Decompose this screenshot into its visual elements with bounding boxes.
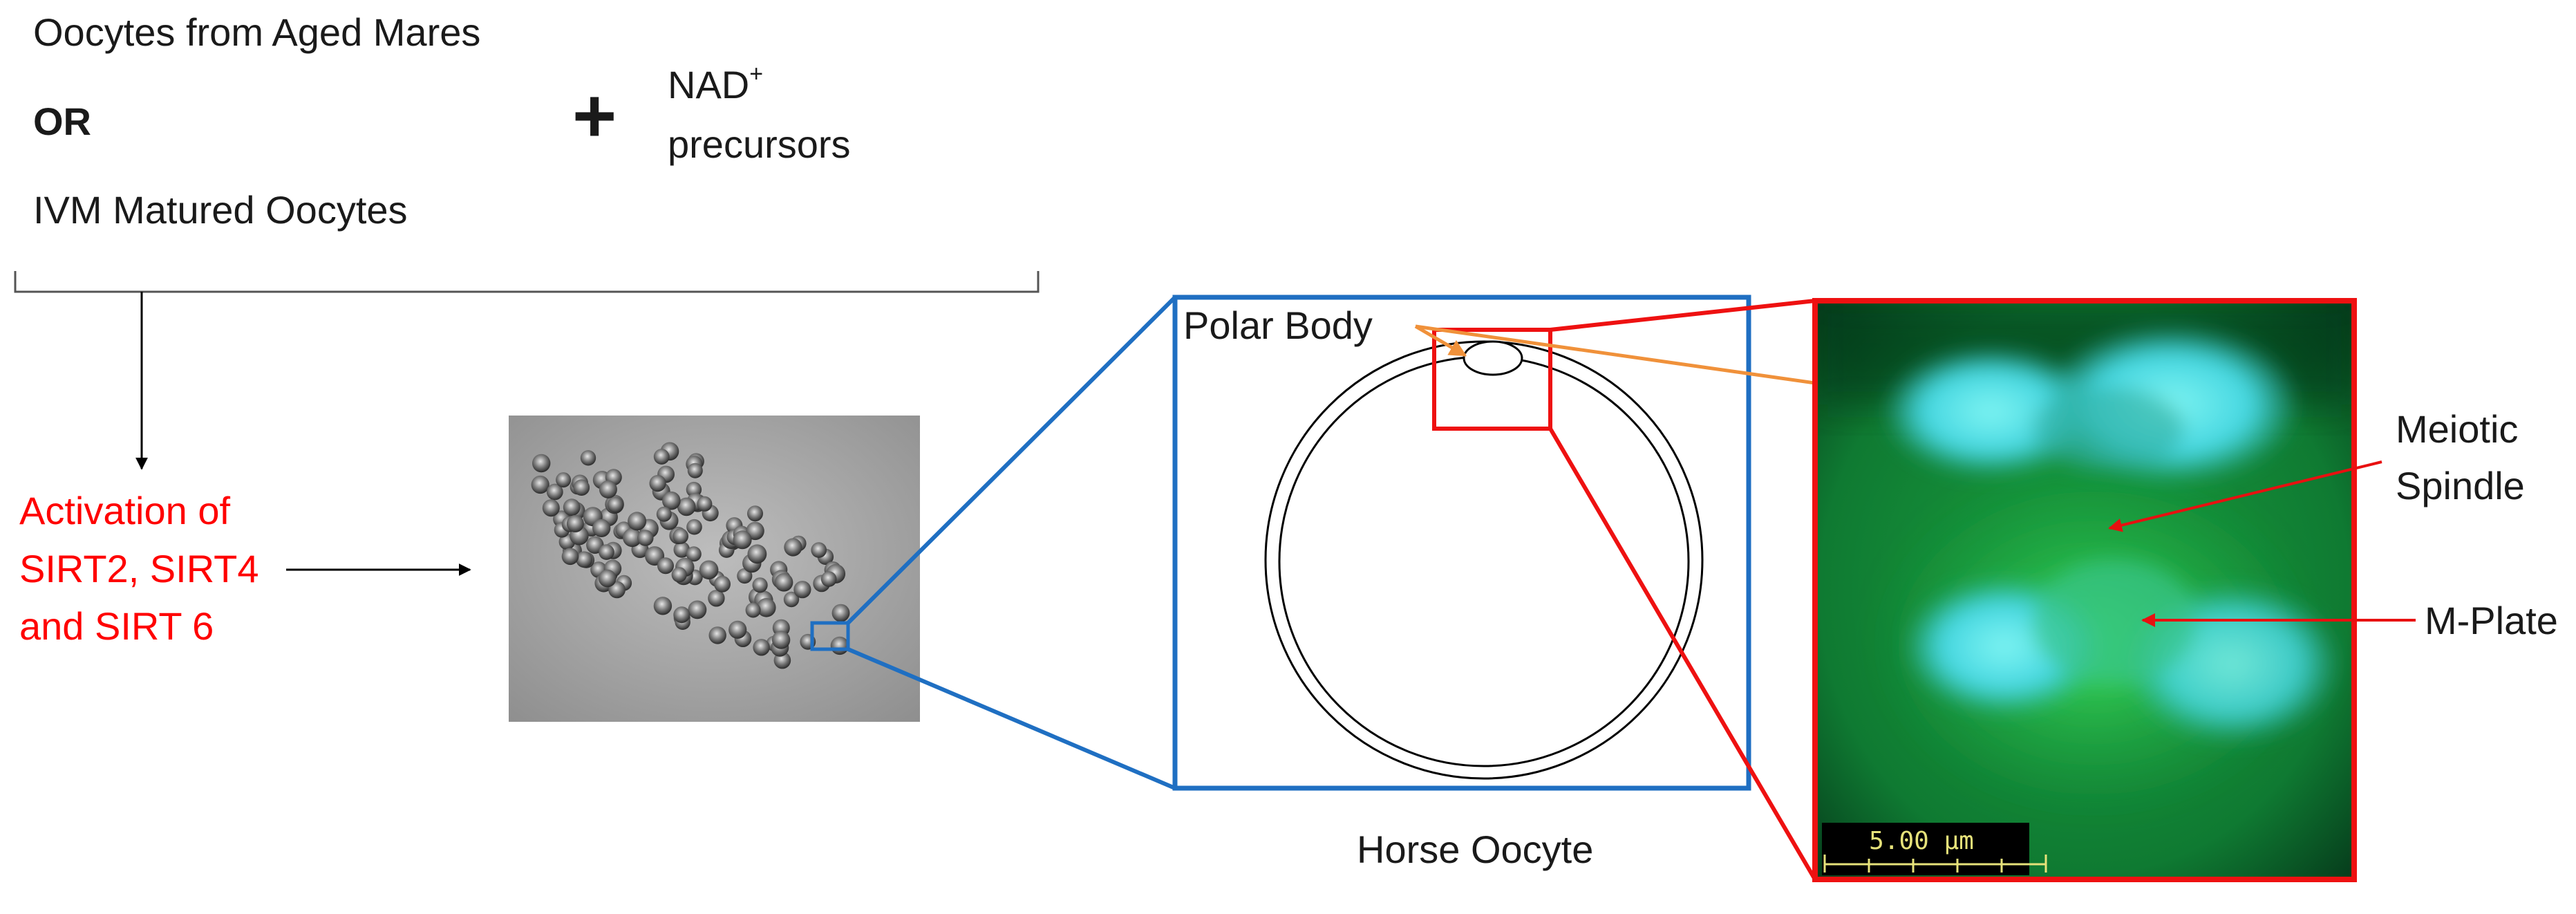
polar-body-label: Polar Body: [1183, 304, 1373, 347]
dish-oocyte: [753, 639, 770, 656]
oocyte-dish-photo: [509, 416, 920, 722]
dish-oocyte: [745, 602, 761, 618]
nad-label: NAD+: [668, 61, 763, 106]
blue-zoom-line-top: [846, 295, 1177, 625]
dish-oocyte: [673, 606, 690, 624]
dish-oocyte: [708, 590, 725, 607]
dish-oocyte: [830, 636, 849, 655]
dish-oocyte: [747, 544, 767, 564]
horse-oocyte-caption: Horse Oocyte: [1357, 828, 1593, 871]
dish-oocyte: [662, 491, 681, 510]
dish-oocyte: [688, 600, 707, 619]
red-zoom-line-bottom: [1548, 427, 1817, 881]
dish-oocyte: [820, 571, 837, 587]
dish-oocyte: [576, 551, 593, 568]
scale-bar: 5.00 µm: [1822, 823, 2047, 875]
dish-oocyte: [831, 604, 850, 622]
dish-oocyte: [671, 567, 687, 583]
dish-oocyte: [599, 544, 614, 560]
or-text: OR: [33, 100, 91, 143]
dish-oocyte: [771, 631, 791, 649]
dish-oocyte-cluster: [531, 442, 850, 669]
meiotic-spindle-arrow: [2108, 460, 2382, 532]
activation-line-2: SIRT2, SIRT4: [19, 547, 259, 590]
dish-oocyte: [657, 557, 674, 575]
option-ivm-text: IVM Matured Oocytes: [33, 188, 408, 232]
dish-oocyte: [774, 573, 793, 592]
dish-oocyte: [737, 568, 753, 584]
activation-line-1: Activation of: [19, 489, 230, 532]
oocyte-schematic-panel: Polar Body: [1172, 295, 1934, 791]
dish-oocyte: [673, 528, 688, 544]
fluorescence-micrograph: 5.00 µm: [1815, 301, 2354, 879]
dish-oocyte: [580, 450, 596, 466]
dish-oocyte: [592, 519, 611, 538]
dish-oocyte: [531, 475, 549, 494]
dish-oocyte: [656, 506, 672, 522]
red-zoom-line-top: [1550, 299, 1816, 332]
dish-oocyte: [628, 512, 647, 531]
polar-body-arrow-short: [1414, 324, 1467, 357]
dish-oocyte: [752, 577, 768, 593]
dish-oocyte: [532, 454, 551, 473]
dish-oocyte: [623, 528, 642, 548]
dish-oocyte: [728, 620, 747, 639]
m-plate-label: M-Plate: [2425, 599, 2558, 642]
dish-oocyte: [563, 498, 581, 516]
dish-oocyte: [733, 530, 752, 550]
nad-superscript: +: [749, 61, 763, 87]
scale-bar-ticks: [1823, 855, 2047, 873]
upper-chromatin: [1887, 328, 2295, 481]
grouping-bracket: [14, 271, 1040, 293]
micrograph-red-frame: [1812, 298, 2357, 882]
dish-oocyte: [649, 475, 666, 492]
dish-oocyte: [599, 569, 617, 588]
dish-oocyte: [542, 499, 560, 517]
dish-oocyte: [607, 496, 623, 513]
dish-oocyte: [699, 560, 719, 580]
dish-oocyte: [714, 575, 731, 593]
dish-oocyte: [784, 538, 802, 557]
meiotic-label-line-2: Spindle: [2396, 464, 2525, 507]
dish-oocyte: [747, 505, 763, 522]
blue-zoom-line-bottom: [847, 647, 1176, 790]
activation-line-3: and SIRT 6: [19, 604, 214, 648]
dish-oocyte: [677, 497, 696, 516]
dish-oocyte: [757, 598, 776, 617]
polar-body-shape: [1463, 340, 1523, 376]
precursors-label: precursors: [668, 122, 851, 166]
polar-body-red-box: [1432, 328, 1552, 431]
dish-oocyte: [783, 591, 800, 608]
dish-oocyte: [546, 483, 563, 501]
dish-oocyte: [573, 479, 590, 496]
dish-oocyte: [566, 514, 584, 532]
dish-oocyte: [673, 541, 690, 558]
scale-bar-label: 5.00 µm: [1869, 827, 1974, 855]
dish-oocyte: [561, 548, 579, 566]
option-aged-mares-text: Oocytes from Aged Mares: [33, 10, 480, 54]
dish-oocyte: [686, 519, 702, 535]
dish-oocyte: [637, 530, 654, 546]
dish-oocyte: [708, 626, 726, 644]
plus-sign: +: [572, 73, 617, 158]
dish-oocyte: [686, 546, 702, 562]
selected-oocyte-box: [810, 621, 850, 651]
dish-oocyte: [556, 472, 572, 488]
dish-oocyte: [687, 463, 703, 478]
dish-oocyte: [697, 496, 713, 512]
dish-oocyte: [811, 542, 827, 558]
nad-text: NAD: [668, 63, 749, 106]
dish-oocyte: [653, 597, 673, 615]
dish-oocyte: [653, 449, 670, 465]
lower-chromatin: [1908, 560, 2336, 740]
dish-oocyte: [793, 581, 811, 599]
dish-oocyte: [599, 480, 617, 498]
meiotic-label-line-1: Meiotic: [2396, 407, 2518, 451]
